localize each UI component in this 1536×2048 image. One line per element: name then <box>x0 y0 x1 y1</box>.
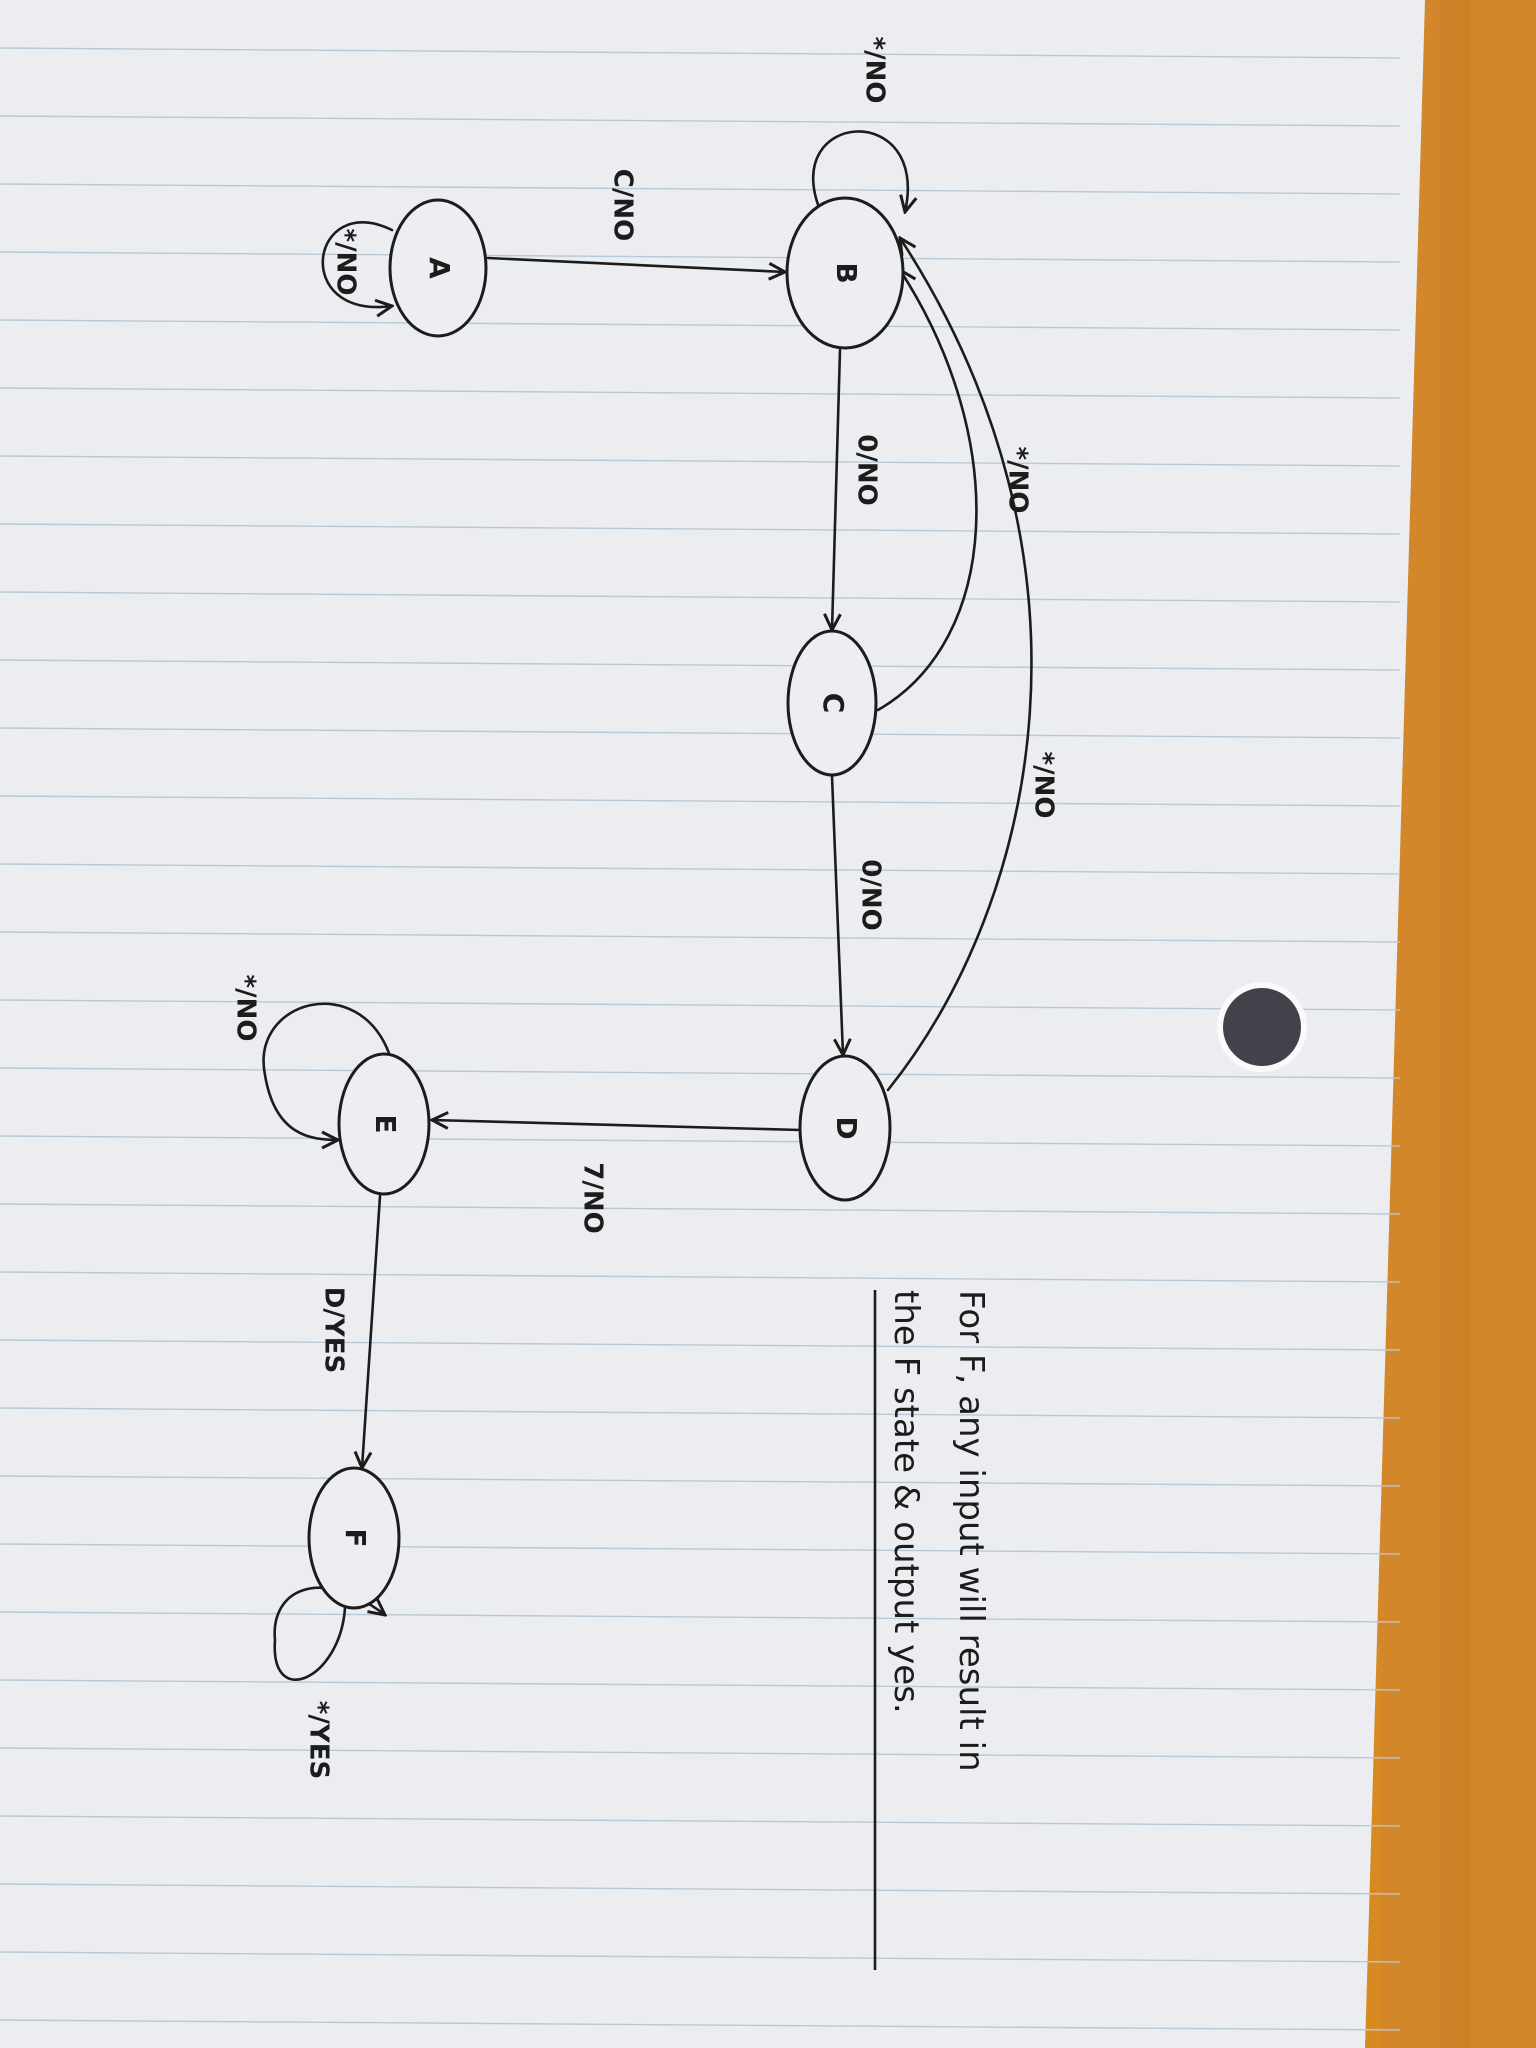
transition-b-c: 0/NO <box>832 348 882 630</box>
ruled-line <box>0 183 1401 195</box>
transition-arrow <box>432 1120 802 1132</box>
ruled-line <box>0 863 1401 875</box>
ruled-line <box>0 1883 1401 1895</box>
ruled-line <box>0 319 1401 331</box>
transition-e-f: D/YES <box>319 1194 382 1468</box>
transition-d-e: 7/NO <box>432 1120 802 1234</box>
ruled-line <box>0 1951 1401 1963</box>
ruled-line <box>0 455 1401 467</box>
ruled-line <box>0 727 1401 739</box>
transition-e-e: */NO <box>231 975 392 1140</box>
transition-arrow <box>321 221 392 307</box>
state-e: E <box>337 1052 431 1196</box>
ruled-line <box>0 523 1401 535</box>
transition-label: */NO <box>331 229 361 296</box>
ruled-line <box>0 115 1401 127</box>
note-line-1: For F, any input will result in <box>951 1290 991 1772</box>
state-d: D <box>798 1054 892 1202</box>
state-circle <box>798 1054 892 1202</box>
note-line-2: the F state & output yes. <box>886 1290 926 1714</box>
state-label: B <box>830 262 863 283</box>
state-b: B <box>785 196 905 350</box>
state-label: E <box>369 1114 402 1133</box>
ruled-line <box>0 999 1401 1011</box>
transition-label: */NO <box>231 975 261 1042</box>
state-diagram: */NOC/NO*/NO0/NO*/NO0/NO*/NO7/NO*/NOD/YE… <box>231 37 1059 1970</box>
paper-sheet <box>0 0 1425 2048</box>
transition-c-d: 0/NO <box>830 774 886 1055</box>
transition-arrow <box>876 270 978 712</box>
transition-label: D/YES <box>319 1287 349 1373</box>
note: For F, any input will result in the F sta… <box>873 1290 991 1970</box>
table-grain <box>1440 0 1470 2048</box>
state-a: A <box>388 198 488 338</box>
ruled-lines <box>0 47 1401 2031</box>
ruled-line <box>0 251 1401 263</box>
ruled-line <box>0 1271 1401 1283</box>
transition-label: 7/NO <box>578 1162 608 1233</box>
ruled-line <box>0 1815 1401 1827</box>
transition-d-b: */NO <box>886 238 1059 1092</box>
transition-label: C/NO <box>608 169 638 241</box>
state-f: F <box>307 1466 401 1610</box>
ruled-line <box>0 1543 1401 1555</box>
ruled-line <box>0 931 1401 943</box>
ruled-line <box>0 659 1401 671</box>
ruled-line <box>0 1135 1401 1147</box>
state-label: F <box>339 1528 372 1547</box>
ruled-line <box>0 1475 1401 1487</box>
ruled-line <box>0 1339 1401 1351</box>
state-circle <box>785 196 905 350</box>
punch-hole <box>1217 982 1307 1072</box>
state-circle <box>307 1466 401 1610</box>
ruled-line <box>0 2019 1401 2031</box>
state-circle <box>337 1052 431 1196</box>
transition-arrow <box>812 130 908 212</box>
ruled-line <box>0 1203 1401 1215</box>
ruled-line <box>0 795 1401 807</box>
transition-arrow <box>832 348 840 630</box>
ruled-line <box>0 1679 1401 1691</box>
ruled-line <box>0 1747 1401 1759</box>
transition-arrow <box>830 774 843 1055</box>
state-c: C <box>786 629 878 777</box>
ruled-line <box>0 1067 1401 1079</box>
transition-arrow <box>486 256 785 272</box>
ruled-line <box>0 591 1401 603</box>
state-label: A <box>423 257 456 279</box>
transition-a-a: */NO <box>321 221 392 307</box>
transition-b-b: */NO <box>812 37 908 212</box>
ruled-line <box>0 1407 1401 1419</box>
transition-label: 0/NO <box>856 859 886 930</box>
transition-label: */NO <box>1029 752 1059 819</box>
state-circle <box>786 629 878 777</box>
transition-arrow <box>886 238 1033 1092</box>
ruled-line <box>0 47 1401 59</box>
transition-arrow <box>262 1002 392 1140</box>
state-label: D <box>830 1116 863 1139</box>
ruled-line <box>0 1611 1401 1623</box>
transition-label: */YES <box>304 1701 334 1779</box>
ruled-line <box>0 387 1401 399</box>
state-circle <box>388 198 488 338</box>
state-label: C <box>817 693 850 714</box>
transition-label: 0/NO <box>852 434 882 505</box>
transition-arrow <box>362 1194 382 1468</box>
transition-a-b: C/NO <box>486 169 785 272</box>
transition-label: */NO <box>860 37 890 104</box>
